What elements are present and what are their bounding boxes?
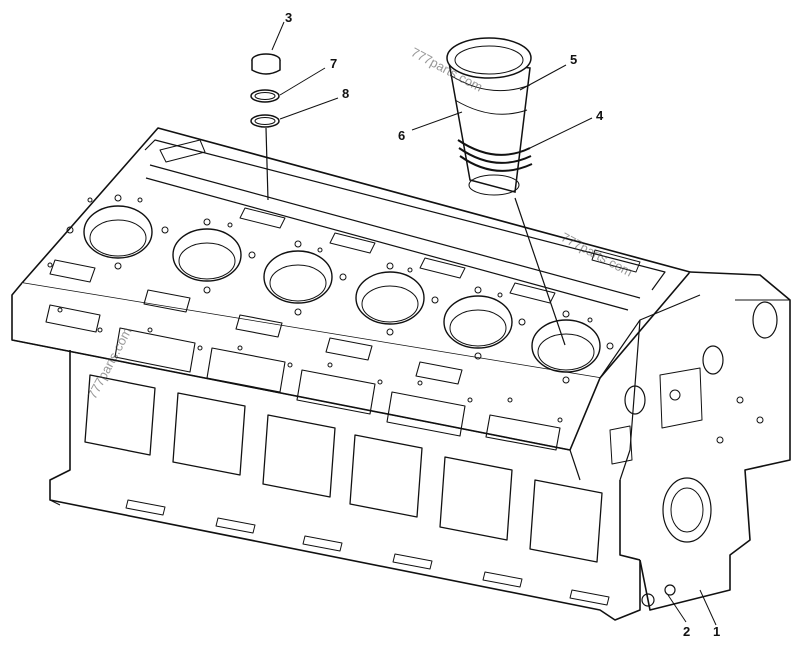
stud-holes [47,194,614,423]
callout-4: 4 [596,108,604,123]
seal-assembly-line [265,127,269,201]
callout-5: 5 [570,52,577,67]
callout-6: 6 [398,128,405,143]
cylinder-bores [83,205,601,373]
callout-8: 8 [342,86,349,101]
cylinder-liner [446,37,533,196]
bearing-feet [125,499,610,606]
callout-7: 7 [330,56,337,71]
side-pockets [45,259,561,451]
callout-1: 1 [713,624,720,639]
leader-lines [271,21,717,626]
end-face-details [609,299,790,543]
seal-parts [250,53,281,128]
callout-3: 3 [285,10,292,25]
crankcase-windows [84,374,603,563]
liner-assembly-line [514,197,566,346]
callout-2: 2 [683,624,690,639]
drain-plugs [641,584,676,607]
engine-block [11,127,791,621]
